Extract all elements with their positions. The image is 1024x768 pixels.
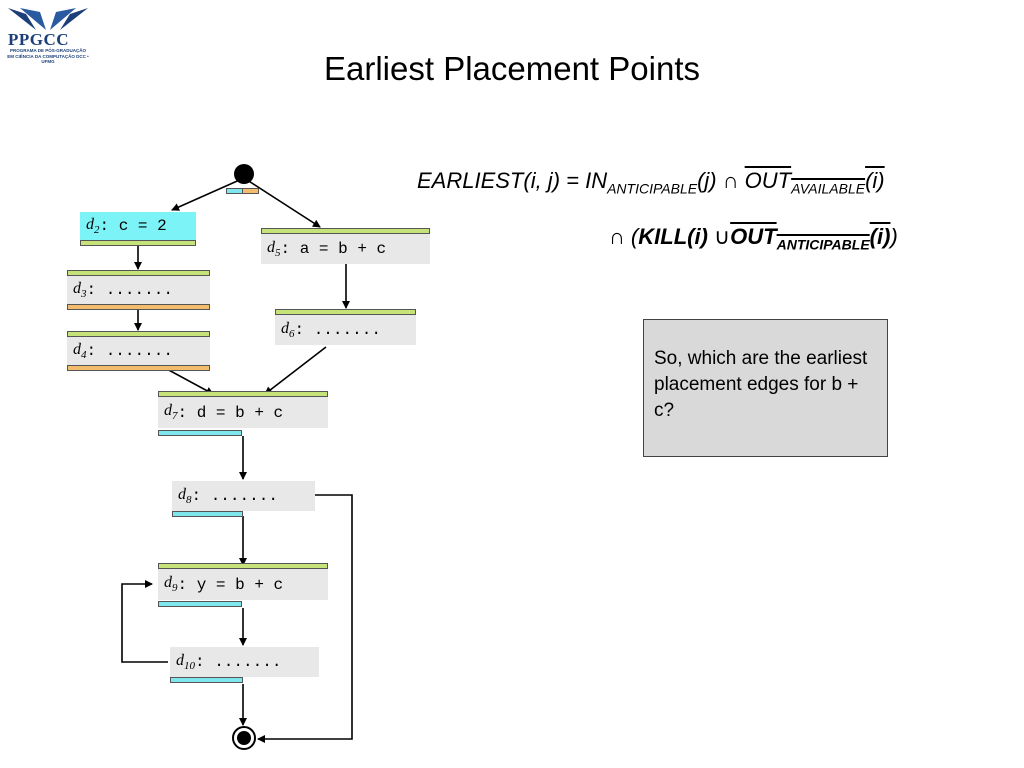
earliest-formula-line2: ∩ (KILL(i) ∪OUTANTICIPABLE(i)) <box>609 224 898 253</box>
node-d7: d7: d = b + c <box>158 397 328 428</box>
d4-anticipable-bar-top <box>67 331 210 337</box>
node-d5: d5: a = b + c <box>261 234 430 264</box>
d2-anticipable-bar <box>80 240 196 246</box>
slide-title: Earliest Placement Points <box>323 50 700 87</box>
d7-anticipable-bar-top <box>158 391 328 397</box>
node-d6-code: : ....... <box>294 321 381 339</box>
d9-anticipable-bar-top <box>158 563 328 569</box>
node-d4: d4: ....... <box>67 337 210 365</box>
logo-name: PPGCC <box>8 30 70 49</box>
d3-anticipable-bar-top <box>67 270 210 276</box>
node-d9: d9: y = b + c <box>158 569 328 600</box>
d4-kill-bar <box>67 365 210 371</box>
entry-node <box>234 164 254 184</box>
edge-entry-d5 <box>243 177 321 228</box>
ppgcc-logo <box>6 4 90 68</box>
logo-wing-icon <box>8 8 88 30</box>
d6-anticipable-bar-top <box>275 309 416 315</box>
node-d8-code: : ....... <box>191 487 278 505</box>
earliest-formula-line1: EARLIEST(i, j) = INANTICIPABLE(j) ∩ OUTA… <box>417 168 885 197</box>
node-d10: d10: ....... <box>170 647 319 677</box>
edge-entry-d2 <box>171 177 245 211</box>
d9-available-bar <box>158 601 242 607</box>
d8-available-bar <box>172 511 243 517</box>
entry-kill-bar <box>242 188 259 194</box>
exit-node-inner <box>237 731 251 745</box>
node-d3-code: : ....... <box>86 281 173 299</box>
d7-available-bar <box>158 430 242 436</box>
node-d5-code: : a = b + c <box>280 240 387 258</box>
edge-d6-d7 <box>264 346 327 395</box>
edge-d8-exit <box>257 494 353 743</box>
node-d10-code: : ....... <box>195 653 282 671</box>
d3-kill-bar <box>67 304 210 310</box>
node-d2-code: : c = 2 <box>99 217 167 235</box>
node-d3: d3: ....... <box>67 276 210 304</box>
node-d6: d6: ....... <box>275 315 416 345</box>
node-d7-code: : d = b + c <box>177 403 284 422</box>
node-d9-code: : y = b + c <box>177 575 284 594</box>
edge-d4-d7 <box>164 367 214 395</box>
d5-anticipable-bar-top <box>261 228 430 234</box>
node-d2: d2: c = 2 <box>80 212 196 240</box>
entry-available-bar <box>226 188 243 194</box>
logo-subtitle: PROGRAMA DE PÓS-GRADUAÇÃO EM CIÊNCIA DA … <box>7 48 89 64</box>
node-d4-code: : ....... <box>86 342 173 360</box>
question-box: So, which are the earliest placement edg… <box>643 319 888 457</box>
edge-d10-d9-loop <box>121 580 168 663</box>
node-d8: d8: ....... <box>172 481 315 511</box>
d10-available-bar <box>170 677 243 683</box>
